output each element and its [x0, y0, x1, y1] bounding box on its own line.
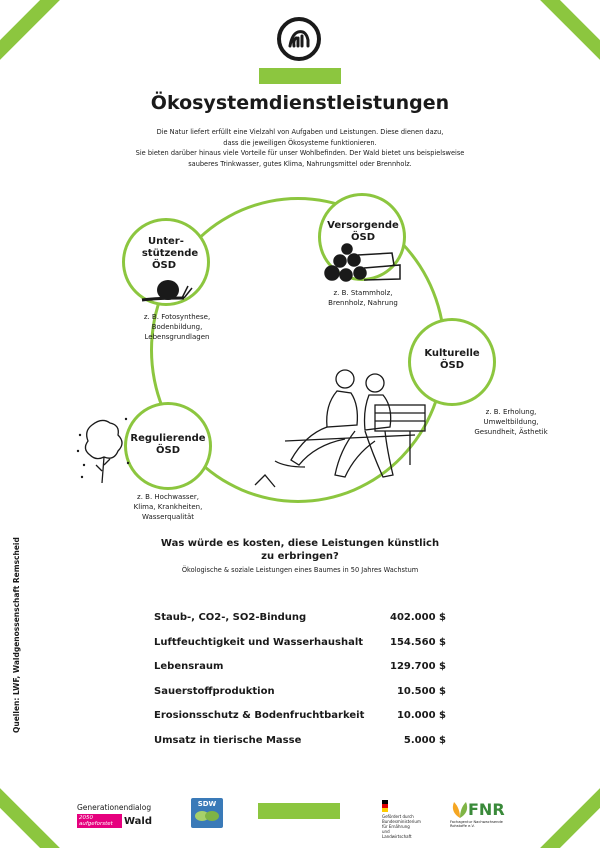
- top-accent-bar: [259, 68, 341, 84]
- flag-icon: [382, 800, 388, 812]
- bmel-logo: Gefördert durch Bundesministerium für Er…: [382, 800, 421, 839]
- page-title: Ökosystemdienstleistungen: [150, 92, 450, 114]
- cost-question-subtitle: Ökologische & soziale Leistungen eines B…: [181, 566, 419, 574]
- generationendialog-logo: Generationendialog 2050 aufgeforstet Wal…: [77, 803, 152, 828]
- tree-logo-icon: [277, 17, 321, 61]
- node-regulating: [124, 402, 212, 490]
- node-regulating-desc: z. B. Hochwasser, Klima, Krankheiten, Wa…: [133, 493, 203, 521]
- cost-question-title: Was würde es kosten, diese Leistungen kü…: [160, 538, 440, 562]
- node-cultural-title: Kulturelle ÖSD: [424, 348, 480, 371]
- corner-decoration-bottom-right: [540, 788, 600, 848]
- people-on-bench-icon: [254, 369, 426, 488]
- snail-icon: [141, 280, 193, 302]
- sources-note: Quellen: LWF, Waldgenossenschaft Remsche…: [12, 537, 21, 733]
- corner-decoration-top-left: [0, 0, 60, 60]
- node-supporting-desc: z. B. Fotosynthese, Bodenbildung, Lebens…: [143, 313, 211, 341]
- node-supporting-title: Unter- stützende ÖSD: [141, 236, 199, 271]
- node-provisioning-title: Versorgende ÖSD: [327, 220, 399, 243]
- bottom-accent-bar: [258, 803, 340, 819]
- fnr-logo: FNR Fachagentur Nachwachsende Rohstoffe …: [450, 800, 505, 828]
- node-cultural: [408, 318, 496, 406]
- leaves-icon: [195, 811, 219, 821]
- corner-decoration-bottom-left: [0, 788, 60, 848]
- node-cultural-desc: z. B. Erholung, Umweltbildung, Gesundhei…: [474, 408, 548, 436]
- node-regulating-title: Regulierende ÖSD: [130, 433, 206, 456]
- intro-text: Die Natur liefert erfüllt eine Vielzahl …: [135, 128, 465, 168]
- fnr-leaf-icon: [452, 802, 468, 818]
- sdw-logo: SDW: [191, 798, 223, 828]
- node-provisioning-desc: z. B. Stammholz, Brennholz, Nahrung: [328, 289, 398, 307]
- logs-icon: [324, 243, 401, 282]
- tree-rain-icon: [76, 417, 130, 484]
- corner-decoration-top-right: [540, 0, 600, 60]
